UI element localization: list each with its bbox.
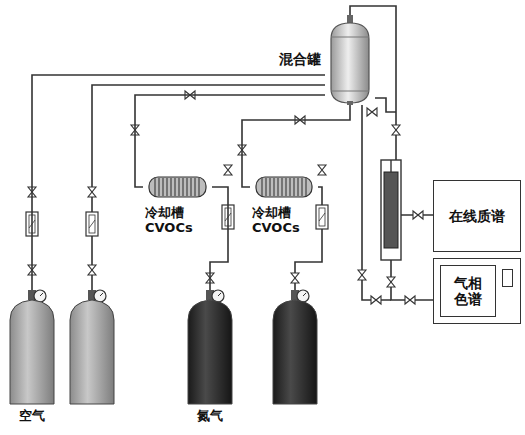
reactor-tube (381, 160, 401, 260)
valve-symbol (358, 270, 366, 280)
coil-fin (269, 178, 270, 196)
bath-caption: 冷却槽CVOCs (252, 206, 300, 236)
coil-fin (170, 178, 171, 196)
coil-fin (305, 178, 306, 196)
coil-fin (182, 178, 183, 196)
valve-symbol (291, 273, 299, 283)
gauge-needle (218, 293, 221, 296)
valve-symbol (413, 211, 423, 219)
coil-fin (158, 178, 159, 196)
instrument-label: 在线质谱 (449, 208, 505, 224)
valve-symbol (392, 125, 400, 135)
tank-label: 混合罐 (279, 51, 321, 67)
coil-fin (277, 178, 278, 196)
coil-body (149, 177, 206, 197)
coil-fin (198, 178, 199, 196)
gas-cylinder-node: 空气 (7, 290, 57, 424)
gauge-needle (100, 293, 103, 296)
condenser-coil (250, 172, 318, 202)
reactor-furnace (384, 172, 398, 248)
cylinder-label: 氮气 (185, 409, 235, 424)
valve-symbol (318, 165, 326, 175)
coil-fin (178, 178, 179, 196)
coil-fin (261, 178, 262, 196)
coil-fin (194, 178, 195, 196)
valve-symbol (387, 277, 395, 287)
tank-port (347, 15, 353, 23)
valve-symbol (405, 296, 415, 304)
cylinder-label: 空气 (7, 409, 57, 424)
flow-meter-float (319, 213, 325, 221)
tank-body (331, 23, 369, 103)
instrument-box: 气相色谱 (433, 258, 521, 324)
bath-label: CVOCs (145, 221, 193, 236)
coil-fin (301, 178, 302, 196)
valve-symbol (371, 296, 381, 304)
tank-seam (331, 37, 369, 38)
instrument-label: 气相色谱 (453, 275, 483, 307)
coil-fin (166, 178, 167, 196)
pipe-connector (242, 105, 350, 187)
mixing-tank-shape (325, 15, 375, 105)
coil-fin (154, 178, 155, 196)
cooling-bath: 冷却槽CVOCs (143, 172, 212, 238)
pipe-connector (210, 187, 228, 290)
pipe (92, 85, 325, 290)
gc-display (502, 269, 513, 287)
pipe (391, 260, 433, 300)
coil-fin (190, 178, 191, 196)
coil-body (256, 177, 312, 197)
coil-fin (285, 178, 286, 196)
coil-fin (265, 178, 266, 196)
pipe (295, 187, 322, 290)
coil-fin (281, 178, 282, 196)
gas-cylinder (273, 300, 317, 404)
pipe-connector (32, 75, 325, 290)
pipe-connector (135, 95, 325, 187)
mixing-tank: 混合罐 (325, 15, 375, 105)
coil-fin (174, 178, 175, 196)
gas-cylinder (10, 300, 54, 404)
gas-cylinder-node: 氮气 (185, 290, 235, 424)
reactor-inlet (390, 160, 391, 172)
gas-cylinder (188, 300, 232, 404)
flow-meter (86, 212, 98, 236)
valve-symbol (88, 187, 96, 197)
coil-fin (162, 178, 163, 196)
pipe (375, 98, 396, 112)
coil-fin (273, 178, 274, 196)
bath-label: 冷却槽 (145, 206, 193, 221)
tank-seam (331, 91, 369, 92)
flow-meter-tube (319, 208, 325, 226)
flow-meter-tube (89, 215, 95, 233)
coil-fin (297, 178, 298, 196)
tank-port (347, 101, 353, 105)
gauge-needle (303, 293, 306, 296)
coil-fin (293, 178, 294, 196)
bath-label: CVOCs (252, 221, 300, 236)
coil-fin (289, 178, 290, 196)
coil-fin (186, 178, 187, 196)
gc-panel: 气相色谱 (440, 265, 496, 317)
gauge-needle (40, 293, 43, 296)
condenser-coil (143, 172, 212, 202)
cooling-bath: 冷却槽CVOCs (250, 172, 318, 238)
bath-label: 冷却槽 (252, 206, 300, 221)
gas-cylinder (70, 300, 114, 404)
instrument-box: 在线质谱 (433, 180, 521, 252)
flow-meter (316, 205, 328, 229)
valve-symbol (88, 265, 96, 275)
bath-caption: 冷却槽CVOCs (145, 206, 193, 236)
valve-symbol (224, 165, 232, 175)
valve-symbol (367, 108, 377, 116)
flow-meter-float (89, 220, 95, 228)
